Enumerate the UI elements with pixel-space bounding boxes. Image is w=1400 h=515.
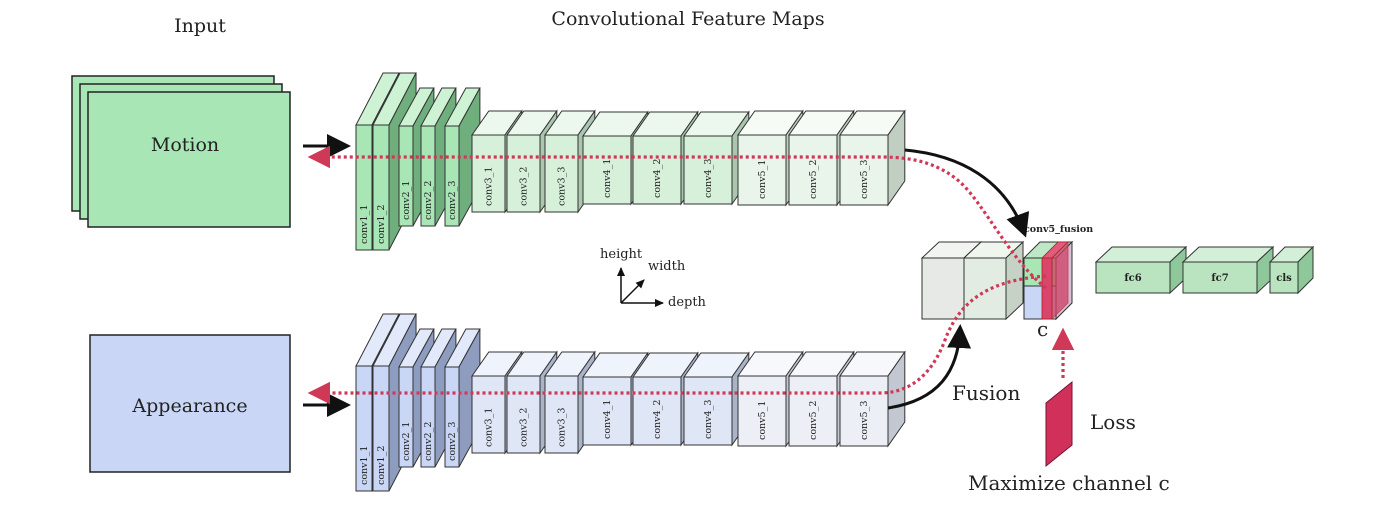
appearance-layer-conv5-3: conv5_3 (839, 350, 906, 448)
layer-front-face (582, 135, 632, 205)
appearance-stream: conv1_1 conv1_2 conv2_1 conv2_2 conv2_3 conv3… (355, 313, 906, 492)
input-title: Input (174, 15, 226, 37)
height-label: height (600, 247, 643, 262)
layer-label: conv4_3 (703, 159, 714, 198)
layer-label: conv5_3 (859, 401, 870, 440)
layer-label: conv2_2 (423, 422, 434, 461)
width-axis (620, 279, 645, 304)
channel-c-label: c (1037, 317, 1048, 341)
layer-front-face (839, 134, 889, 206)
motion-stream: conv1_1 conv1_2 conv2_1 conv2_2 conv2_3 conv3… (355, 72, 906, 251)
appearance-input: Appearance (89, 334, 291, 473)
layer-label: conv3_1 (484, 408, 495, 447)
motion-forward-arrow (904, 148, 1030, 238)
layer-front-face (632, 376, 682, 446)
fc6-layer: fc6 (1094, 245, 1188, 295)
layer-front-face (683, 135, 733, 205)
layer-front-face (632, 135, 682, 205)
layer-front-face (737, 134, 787, 206)
layer-label: conv5_3 (859, 160, 870, 199)
layer-label: conv4_2 (652, 400, 663, 439)
layer-front-face (506, 134, 541, 213)
maximize-channel-label: Maximize channel c (968, 471, 1170, 495)
layer-front-face (398, 366, 414, 468)
layer-front-face (420, 125, 436, 227)
layer-label: conv2_3 (447, 422, 458, 461)
layer-label: conv4_2 (652, 159, 663, 198)
layer-front-face (544, 375, 579, 454)
cls-label: cls (1276, 273, 1292, 284)
layer-label: conv3_2 (519, 167, 530, 206)
fc7-layer: fc7 (1181, 245, 1275, 295)
layer-label: conv1_1 (359, 446, 370, 485)
appearance-label: Appearance (131, 395, 247, 417)
motion-layer-conv3-2: conv3_2 (506, 109, 558, 214)
layer-label: conv2_3 (447, 181, 458, 220)
loss-label: Loss (1090, 410, 1136, 434)
conv5-fusion-label: conv5_fusion (1024, 224, 1093, 235)
layer-label: conv5_2 (808, 160, 819, 199)
layer-front-face (544, 134, 579, 213)
fusion-label: Fusion (952, 381, 1020, 405)
motion-label: Motion (151, 134, 219, 156)
layer-label: conv1_2 (376, 205, 387, 244)
layer-label: conv3_3 (557, 167, 568, 206)
axes-legend: height width depth (600, 247, 707, 310)
layer-front-face (506, 375, 541, 454)
layer-front-face (737, 375, 787, 447)
layer-front-face (683, 376, 733, 446)
layer-front-face (788, 375, 838, 447)
layer-front-face (372, 365, 390, 492)
layer-label: conv3_1 (484, 167, 495, 206)
layer-front-face (355, 365, 373, 492)
layer-front-face (444, 125, 460, 227)
layer-front-face (471, 134, 506, 213)
fc7-label: fc7 (1211, 273, 1228, 284)
fc6-label: fc6 (1124, 273, 1141, 284)
motion-layer-conv5-3: conv5_3 (839, 109, 906, 207)
layer-label: conv4_1 (602, 159, 613, 198)
layer-front-face (471, 375, 506, 454)
layer-label: conv2_1 (401, 181, 412, 220)
layer-label: conv1_1 (359, 205, 370, 244)
layer-label: conv4_3 (703, 400, 714, 439)
layer-label: conv3_3 (557, 408, 568, 447)
layer-front-face (788, 134, 838, 206)
cls-layer: cls (1268, 245, 1315, 295)
layer-label: conv2_1 (401, 422, 412, 461)
loss-block (1045, 380, 1073, 468)
feature-maps-title: Convolutional Feature Maps (551, 8, 824, 30)
width-label: width (648, 259, 686, 274)
layer-label: conv1_2 (376, 446, 387, 485)
appearance-backprop-path (307, 274, 1047, 405)
layer-label: conv4_1 (602, 400, 613, 439)
motion-frame-front (87, 91, 291, 228)
layer-label: conv5_1 (757, 401, 768, 440)
channel-c-slice-front (1041, 257, 1053, 320)
layer-label: conv3_2 (519, 408, 530, 447)
appearance-forward-arrow (887, 324, 972, 410)
motion-layer-conv4-1: conv4_1 (582, 110, 649, 206)
appearance-frame (89, 334, 291, 473)
layer-label: conv5_2 (808, 401, 819, 440)
layer-label: conv5_1 (757, 160, 768, 199)
fusion-block-2 (962, 240, 1025, 321)
layer-label: conv2_2 (423, 181, 434, 220)
layer-front-face (398, 125, 414, 227)
motion-input: Motion (71, 75, 291, 228)
depth-label: depth (668, 295, 707, 310)
layer-front-face (372, 124, 390, 251)
layer-front-face (839, 375, 889, 447)
conv5-fusion-layer: conv5_fusion c (1022, 224, 1093, 341)
layer-front-face (582, 376, 632, 446)
